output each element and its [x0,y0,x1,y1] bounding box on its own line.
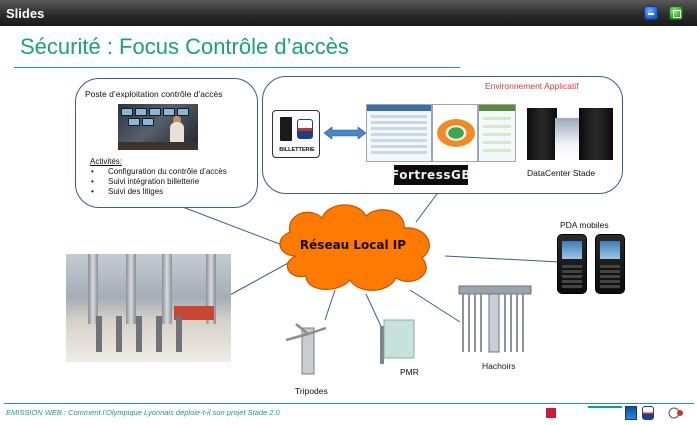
footer-text: EMISSION WEB : Comment l’Olympique Lyonn… [6,408,280,417]
tripode-turnstile-icon [285,323,327,375]
hachoirs-label: Hachoirs [482,361,516,371]
pda-label: PDA mobiles [560,220,609,230]
activities-heading: Activités: [90,157,123,166]
minimize-icon[interactable] [644,6,658,20]
billetterie-server: BILLETTERIE [272,110,320,158]
slide-title: Sécurité : Focus Contrôle d’accès [20,34,349,59]
partner-logo-icon [546,406,586,420]
list-item: Suivi des litiges [90,187,227,197]
environnement-title: Environnement Applicatif [485,81,579,91]
pmr-label: PMR [400,367,419,377]
partner-logo-icon [625,406,637,420]
activities-list: Activités: Configuration du contrôle d’a… [90,157,227,197]
ol-crest-icon [642,406,654,420]
pmr-gate-icon [380,319,415,364]
pda-device-icon [595,234,625,294]
billetterie-label: BILLETTERIE [279,147,315,153]
poste-title: Poste d’exploitation contrôle d’accès [85,89,223,99]
double-arrow-icon [324,126,366,140]
hpe-logo-icon [588,406,622,420]
stadium-map-screenshot [432,104,478,162]
partner-logo-icon [668,407,683,419]
stadium-icon [437,119,475,147]
footer-divider [4,403,694,404]
list-item: Suivi intégration billetterie [90,177,227,187]
stadium-hall-photo [66,254,231,362]
cloud-icon [279,204,430,291]
window-titlebar: Slides [0,0,697,26]
list-item: Configuration du contrôle d’accès [90,167,227,177]
maximize-icon[interactable] [669,6,683,20]
hachoir-turnstile-icon [458,285,532,353]
control-room-photo [118,104,198,150]
fortress-logo: FortressGB [391,165,470,185]
server-icon [280,117,292,141]
reseau-local-label: Réseau Local IP [299,238,407,252]
datacenter-photo [527,108,615,160]
title-divider [14,67,460,68]
datacenter-label: DataCenter Stade [527,168,596,178]
application-screenshot [366,104,432,162]
pda-device-icon [557,234,587,294]
tripodes-label: Tripodes [295,386,328,396]
application-screenshot [478,104,516,162]
ol-crest-icon [297,119,313,139]
window-title: Slides [6,5,45,21]
